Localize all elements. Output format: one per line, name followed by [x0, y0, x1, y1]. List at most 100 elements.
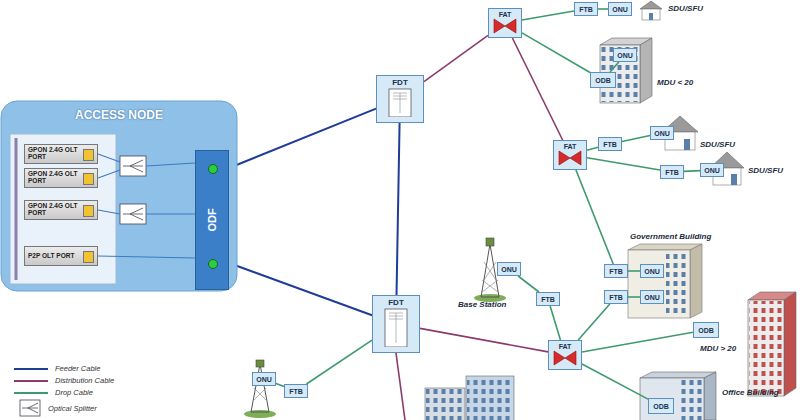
equipment-box: ONU — [700, 163, 724, 177]
house-icon — [640, 1, 662, 20]
node-label: FTB — [609, 294, 623, 301]
equipment-box: FTB — [574, 2, 598, 16]
olt-port-box: P2P OLT PORT — [24, 246, 98, 266]
olt-port-box: GPON 2.4G OLT PORT — [24, 168, 98, 188]
equipment-box: ONU — [252, 372, 276, 386]
legend-text: Optical Splitter — [48, 404, 97, 413]
odf-bar: ODF — [195, 150, 229, 290]
patch-cord — [98, 154, 120, 162]
fat-bowtie-icon — [552, 350, 578, 366]
access-node-panel: ACCESS NODE GPON 2.4G OLT PORT GPON 2.4G O… — [0, 100, 238, 292]
fiber-cable — [610, 62, 619, 72]
fiber-cable — [587, 147, 598, 150]
fiber-cable — [512, 38, 562, 140]
node-label: ONU — [654, 130, 670, 137]
fat-box: FAT — [488, 8, 522, 38]
patch-cord — [146, 213, 195, 214]
optical-splitter — [120, 156, 146, 176]
fiber-cable — [576, 170, 613, 264]
legend-text: Drop Cable — [55, 388, 93, 397]
node-label: ODB — [595, 77, 611, 84]
equipment-box: FTB — [284, 384, 308, 398]
node-label: GPON 2.4G OLT PORT — [28, 147, 81, 161]
fiber-cable — [578, 304, 610, 340]
equipment-box: FTB — [604, 264, 628, 278]
olt-port-box: GPON 2.4G OLT PORT — [24, 200, 98, 220]
building-label: SDU/SFU — [668, 4, 703, 13]
fiber-cable — [684, 170, 700, 172]
patch-cord — [98, 170, 120, 178]
distribution-cable — [396, 353, 405, 420]
fiber-cable — [598, 8, 608, 10]
equipment-box: ONU — [613, 48, 637, 62]
fiber-cable — [424, 35, 488, 81]
node-label: ONU — [612, 6, 628, 13]
fiber-cable — [628, 270, 640, 272]
equipment-box: FTB — [536, 292, 560, 306]
equipment-box: FTB — [598, 137, 622, 151]
equipment-box: ONU — [640, 290, 664, 304]
building-label: MDU > 20 — [700, 344, 736, 353]
fiber-cable — [628, 296, 640, 298]
office-building — [640, 372, 716, 420]
legend-text: Distribution Cable — [55, 376, 114, 385]
equipment-box: ONU — [640, 264, 664, 278]
city-buildings — [425, 376, 514, 420]
fiber-cable — [587, 158, 660, 170]
legend-text: Feeder Cable — [55, 364, 100, 373]
node-label: FAT — [559, 343, 572, 350]
fiber-cable — [582, 364, 648, 399]
node-label: FAT — [499, 11, 512, 18]
fiber-cable — [518, 276, 539, 292]
fat-box: FAT — [553, 140, 587, 170]
node-label: ODF — [206, 208, 218, 231]
node-label: GPON 2.4G OLT PORT — [28, 203, 81, 217]
fdt-box: FDT — [372, 295, 420, 353]
fiber-cable — [229, 263, 372, 315]
node-label: ONU — [501, 266, 517, 273]
node-label: FTB — [541, 296, 555, 303]
fiber-cable — [622, 136, 650, 142]
fiber-cable — [420, 328, 548, 351]
government-building — [628, 244, 702, 318]
fat-box: FAT — [548, 340, 582, 370]
node-label: ONU — [256, 376, 272, 383]
equipment-box: ONU — [497, 262, 521, 276]
equipment-box: ONU — [650, 126, 674, 140]
node-label: FTB — [289, 388, 303, 395]
base-station-tower — [244, 360, 276, 418]
legend-samples — [14, 369, 48, 416]
node-label: ONU — [644, 268, 660, 275]
fiber-cable — [522, 33, 590, 73]
fdt-cabinet-icon — [387, 87, 413, 117]
node-label: ACCESS NODE — [0, 100, 238, 122]
building-label: Base Station — [458, 300, 506, 309]
fdt-box: FDT — [376, 75, 424, 123]
node-label: GPON 2.4G OLT PORT — [28, 171, 81, 185]
patch-cord — [98, 210, 120, 214]
mdu-building — [600, 38, 652, 103]
equipment-box: ODB — [693, 322, 719, 338]
node-label: ONU — [617, 52, 633, 59]
node-label: P2P OLT PORT — [28, 253, 74, 260]
node-label: FTB — [603, 141, 617, 148]
equipment-box: FTB — [604, 290, 628, 304]
equipment-box: ODB — [590, 72, 616, 88]
building-label: SDU/SFU — [748, 166, 783, 175]
fiber-cable — [306, 340, 372, 384]
node-label: ODB — [653, 403, 669, 410]
node-label: FTB — [665, 169, 679, 176]
fiber-cable — [397, 123, 400, 295]
odf-port-dot — [208, 164, 218, 174]
equipment-box: FTB — [660, 165, 684, 179]
building-label: MDU < 20 — [657, 78, 693, 87]
building-label: Office Building — [722, 388, 779, 397]
node-label: ODB — [698, 327, 714, 334]
building-label: SDU/SFU — [700, 140, 735, 149]
olt-port-box: GPON 2.4G OLT PORT — [24, 144, 98, 164]
equipment-box: ODB — [648, 398, 674, 414]
node-label: ONU — [704, 167, 720, 174]
odf-port-dot — [208, 259, 218, 269]
fat-bowtie-icon — [492, 18, 518, 34]
